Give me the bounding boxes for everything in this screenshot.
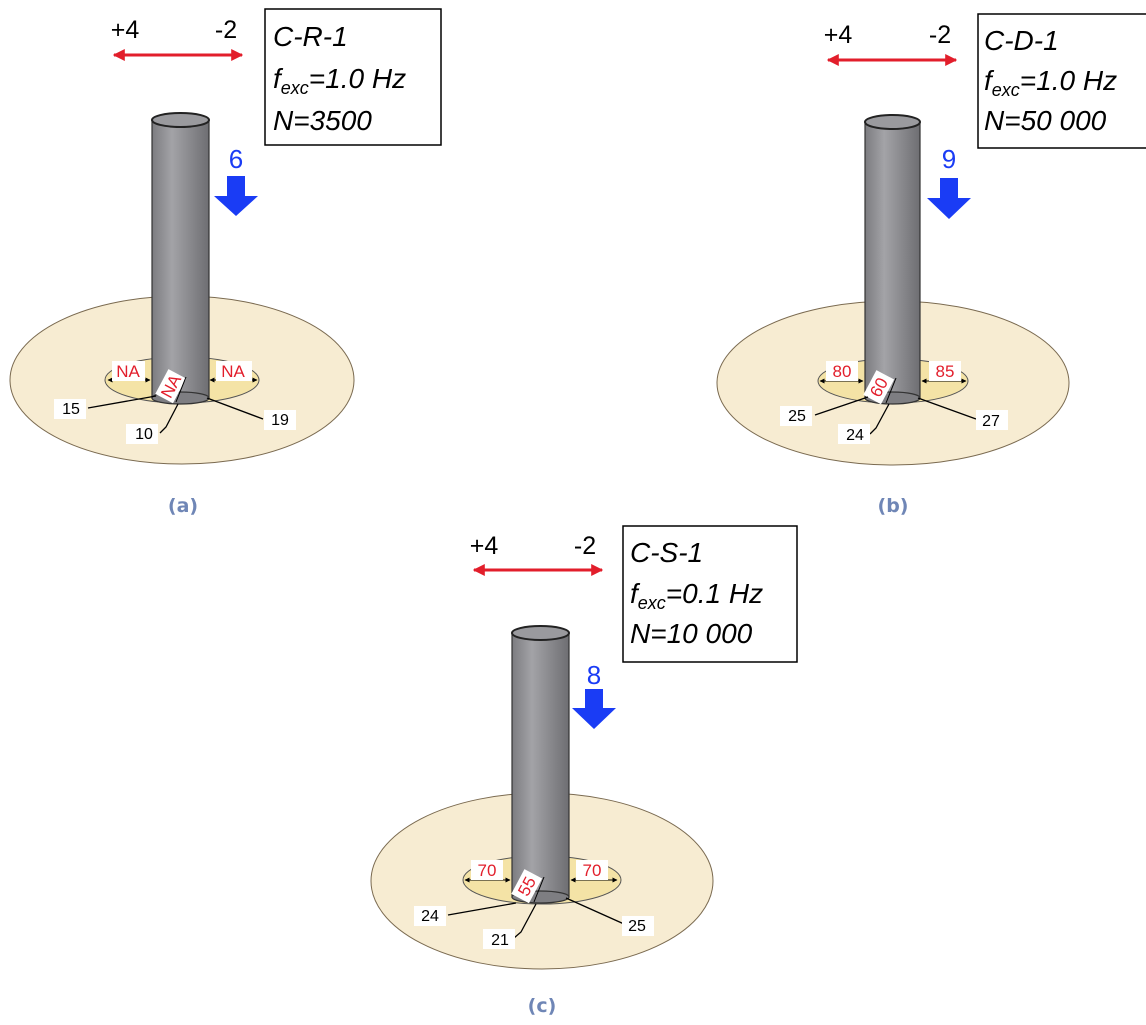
leader-front-label: 21 (491, 932, 509, 949)
leader-front (513, 903, 537, 939)
gap-left-label: 70 (478, 861, 497, 880)
panel-a: NA NA NA 15 10 19 +4 -2 6 C-R-1 fexc=1.0… (9, 8, 442, 517)
leader-left (87, 395, 157, 409)
excitation-frequency: fexc=1.0 Hz (984, 65, 1117, 100)
leader-right-label: 27 (982, 413, 1000, 430)
direction-left-label: +4 (111, 16, 140, 44)
gap-right-label: 85 (936, 362, 955, 381)
gap-left-label: NA (116, 362, 140, 381)
leader-front-label: 24 (846, 427, 864, 444)
leader-right-label: 19 (271, 412, 289, 429)
panel-b: 80 85 60 25 24 27 +4 -2 9 C-D-1 fexc=1.0… (716, 13, 1146, 517)
caption-b: (b) (878, 495, 909, 517)
cycle-count: N=50 000 (984, 105, 1107, 136)
excitation-frequency: fexc=0.1 Hz (630, 578, 763, 613)
gap-right-label: NA (221, 362, 245, 381)
leader-left (814, 396, 869, 416)
pile-top (864, 114, 921, 130)
vertical-load-value: 9 (942, 144, 956, 174)
leader-left-label: 15 (62, 401, 80, 418)
pile-body (151, 119, 210, 399)
caption-a: (a) (168, 495, 198, 517)
caption-c: (c) (528, 995, 557, 1017)
direction-left-label: +4 (470, 532, 499, 560)
pile-body (864, 121, 921, 399)
leader-left (447, 902, 517, 916)
test-id: C-S-1 (630, 537, 703, 568)
leader-left-label: 25 (788, 408, 806, 425)
test-info-box (622, 525, 798, 663)
vertical-load-value: 6 (229, 144, 243, 174)
pile-top (511, 625, 570, 641)
vertical-load-arrow (927, 178, 971, 219)
pile-body (511, 632, 570, 898)
vertical-load-arrow (214, 176, 258, 216)
excitation-frequency: fexc=1.0 Hz (273, 63, 406, 98)
direction-left-label: +4 (824, 21, 853, 49)
direction-right-label: -2 (574, 532, 596, 560)
direction-right-label: -2 (929, 21, 951, 49)
leader-left-label: 24 (421, 908, 439, 925)
test-id: C-D-1 (984, 25, 1059, 56)
leader-front (869, 403, 890, 435)
leader-right-label: 25 (628, 918, 646, 935)
leader-front-label: 10 (135, 426, 153, 443)
cycle-count: N=10 000 (630, 618, 753, 649)
cycle-count: N=3500 (273, 105, 372, 136)
test-id: C-R-1 (273, 21, 348, 52)
test-info-box (977, 13, 1146, 149)
vertical-load-value: 8 (587, 660, 601, 690)
leader-right (206, 397, 264, 420)
panel-c: 70 70 55 24 21 25 +4 -2 8 C-S-1 fexc=0.1… (370, 525, 798, 1017)
test-info-box (264, 8, 442, 146)
leader-right (565, 897, 625, 925)
vertical-load-arrow (572, 689, 616, 729)
direction-right-label: -2 (215, 16, 237, 44)
leader-front (159, 403, 179, 434)
gap-left-label: 80 (833, 362, 852, 381)
pile-top (151, 112, 210, 128)
gap-right-label: 70 (583, 861, 602, 880)
leader-right (917, 397, 977, 420)
